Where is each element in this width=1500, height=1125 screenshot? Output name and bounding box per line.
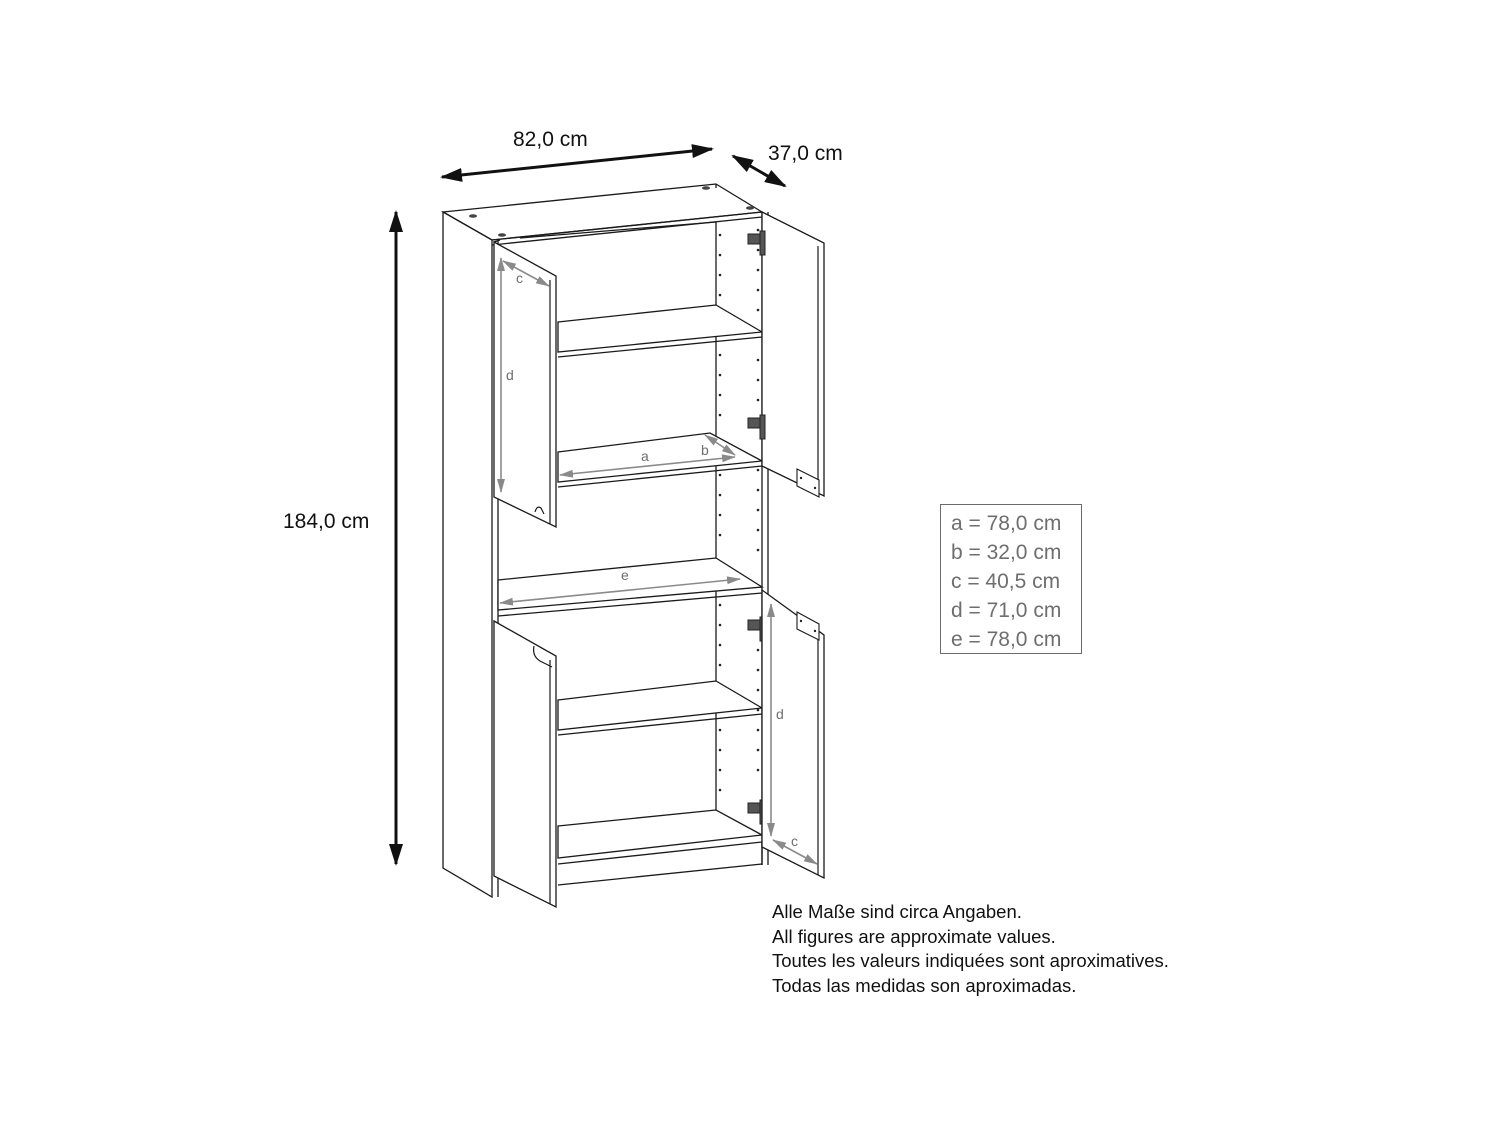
legend-row-b: b = 32,0 cm: [951, 541, 1062, 564]
part-label-b: b: [701, 442, 709, 458]
height-label: 184,0 cm: [283, 510, 370, 533]
shelf-hole-row: [718, 228, 760, 792]
disclaimer-fr: Toutes les valeurs indiquées sont aproxi…: [772, 950, 1169, 971]
part-label-e: e: [621, 567, 629, 583]
width-dimension-arrow: [440, 144, 714, 182]
part-dimension-arrows: [499, 434, 741, 606]
dimension-legend: a = 78,0 cm b = 32,0 cm c = 40,5 cm d = …: [940, 504, 1082, 654]
door-upper-left: [493, 239, 557, 529]
width-label: 82,0 cm: [513, 128, 588, 151]
disclaimer-es: Todas las medidas son aproximadas.: [772, 974, 1077, 996]
part-label-d-lower: d: [776, 706, 784, 722]
depth-label: 37,0 cm: [768, 142, 843, 165]
legend-row-c: c = 40,5 cm: [951, 570, 1061, 593]
legend-row-d: d = 71,0 cm: [951, 599, 1062, 622]
disclaimer-de: Alle Maße sind circa Angaben.: [772, 901, 1022, 922]
part-label-c-lower: c: [791, 833, 798, 849]
legend-row-e: e = 78,0 cm: [951, 628, 1062, 651]
part-label-d-upper: d: [506, 367, 514, 383]
legend-row-a: a = 78,0 cm: [951, 512, 1062, 535]
depth-dimension-arrow: [731, 154, 787, 188]
disclaimer-en: All figures are approximate values.: [772, 925, 1056, 947]
disclaimer: Alle Maße sind circa Angaben. All figure…: [772, 900, 1169, 998]
door-lower-left: [493, 619, 557, 909]
door-upper-right: [761, 210, 825, 498]
part-label-a: a: [641, 448, 649, 464]
part-label-c-upper: c: [516, 270, 523, 286]
door-lower-right: [761, 588, 825, 880]
